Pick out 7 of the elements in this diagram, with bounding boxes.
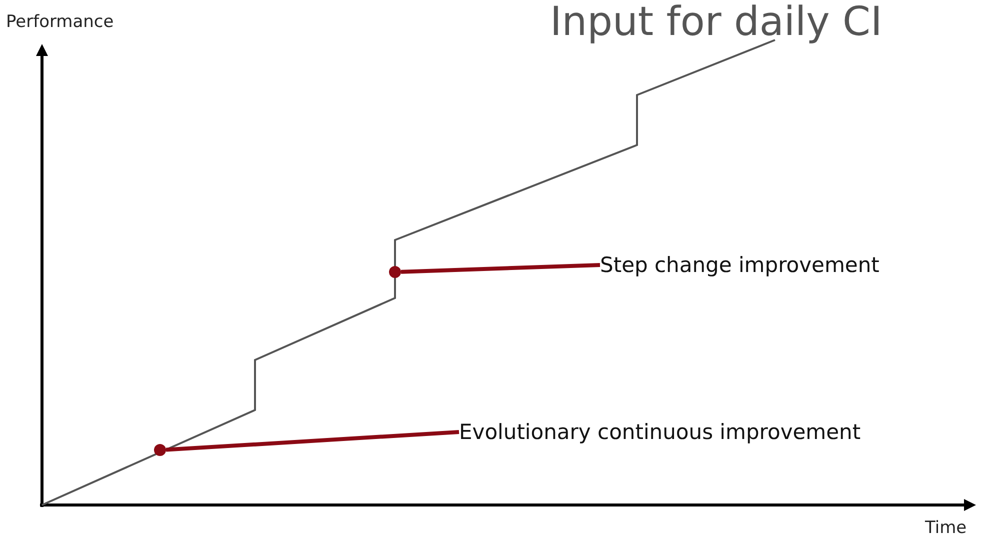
axis-label: Time xyxy=(925,517,967,540)
callout-text: Evolutionary continuous improvement xyxy=(459,417,969,447)
leader-line xyxy=(400,263,600,274)
axis-label: Performance xyxy=(6,11,114,34)
title: Input for daily CI xyxy=(550,0,882,44)
leader-line xyxy=(166,430,460,452)
callout-text: Step change improvement xyxy=(600,250,960,280)
